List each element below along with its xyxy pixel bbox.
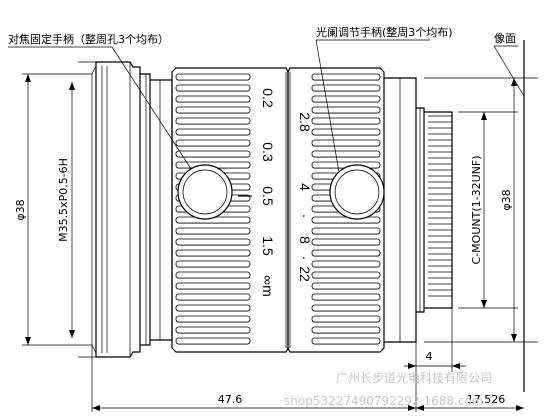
grip-ridge [311, 150, 381, 158]
back-focus-label: 17.526 [467, 393, 506, 406]
grip-ridge [175, 84, 251, 92]
dim-left-diameter: φ38 [14, 74, 31, 345]
grip-ridge [311, 249, 381, 257]
grip-ridge [311, 238, 381, 246]
iris-scale-mark: 2.8 [297, 112, 313, 132]
grip-ridge [311, 227, 381, 235]
grip-ridge [175, 238, 251, 246]
iris-scale-mark: 4 [297, 183, 313, 191]
focus-scale-mark: ∞m [260, 275, 276, 297]
grip-ridge [175, 73, 251, 81]
grip-ridge [311, 304, 381, 312]
grip-ridge [311, 73, 381, 81]
callout-focus-handle: 对焦固定手柄（整周孔3个均布） [8, 32, 194, 173]
grip-ridge [175, 150, 251, 158]
focus-scale-mark: 0.5 [260, 186, 276, 206]
grip-ridge [175, 128, 251, 136]
grip-ridge [311, 315, 381, 323]
iris-dot: · [297, 256, 313, 261]
grip-ridge [311, 139, 381, 147]
grip-ridge [175, 227, 251, 235]
iris-scale-mark: 22 [297, 266, 313, 282]
grip-ridge [175, 106, 251, 114]
grip-ridge [311, 95, 381, 103]
grip-ridge [175, 282, 251, 290]
grip-ridge [311, 260, 381, 268]
grip-ridge [175, 95, 251, 103]
focus-handle-knob [177, 164, 233, 220]
image-plane-label: 像面 [494, 32, 516, 45]
grip-ridge [311, 282, 381, 290]
callout-iris-handle: 光阑调节手柄(整周3个均布) [315, 25, 453, 173]
grip-ridge [311, 271, 381, 279]
iris-dot: · [297, 214, 313, 219]
focus-scale-mark: 1.5 [260, 236, 276, 256]
grip-ridge [311, 337, 381, 345]
grip-ridge [175, 315, 251, 323]
watermark: 广州长步道光电科技有限公司 shop53227490792292.1688.co… [284, 371, 492, 408]
iris-ring [287, 67, 385, 353]
dim-back-focus: 17.526 [416, 393, 524, 411]
grip-ridge [175, 139, 251, 147]
watermark-company: 广州长步道光电科技有限公司 [336, 371, 492, 385]
grip-ridge [311, 216, 381, 224]
grip-ridge [175, 293, 251, 301]
left-diameter-label: φ38 [14, 199, 27, 220]
focus-ring [171, 67, 289, 353]
grip-ridge [311, 84, 381, 92]
dim-total-length: 47.6 [92, 393, 416, 411]
mount-flange-label: 4 [426, 350, 433, 363]
mount-thread-label: C-MOUNT(1-32UNF) [470, 156, 483, 265]
focus-scale: 0.2 0.3 0.5 1.5 ∞m [260, 88, 276, 297]
grip-ridge [175, 249, 251, 257]
focus-scale-mark: 0.3 [260, 142, 276, 162]
focus-handle-label: 对焦固定手柄（整周孔3个均布） [8, 32, 169, 46]
grip-ridge [175, 304, 251, 312]
grip-ridge [311, 293, 381, 301]
grip-ridge [175, 326, 251, 334]
dim-mount-flange: 4 [404, 350, 466, 369]
grip-ridge [175, 260, 251, 268]
grip-ridge [175, 337, 251, 345]
grip-ridge [311, 128, 381, 136]
dim-filter-thread: M35.5xP0.5-6H [57, 82, 75, 338]
grip-ridge [311, 117, 381, 125]
filter-thread-label: M35.5xP0.5-6H [57, 158, 70, 242]
thread-teeth [428, 115, 452, 297]
iris-scale-mark: 8 [297, 236, 313, 244]
dim-right-diameter: φ38 [500, 78, 517, 342]
grip-ridge [311, 106, 381, 114]
focus-scale-mark: 0.2 [260, 88, 276, 108]
total-length-label: 47.6 [218, 393, 243, 406]
watermark-url: shop53227490792292.1688.com [284, 394, 484, 408]
focus-ring-ridges [175, 73, 251, 345]
lens-body [91, 61, 453, 358]
iris-handle-label: 光阑调节手柄(整周3个均布) [316, 25, 453, 39]
iris-scale: 2.8 4 · 8 · 22 [297, 112, 313, 282]
front-barrel [95, 61, 141, 358]
right-diameter-label: φ38 [500, 189, 513, 210]
grip-ridge [311, 326, 381, 334]
dim-mount-thread: C-MOUNT(1-32UNF) [470, 112, 487, 308]
c-mount-thread [424, 111, 453, 309]
iris-handle-knob [329, 164, 385, 220]
grip-ridge [175, 271, 251, 279]
callout-image-plane: 像面 [493, 32, 525, 97]
grip-ridge [175, 117, 251, 125]
